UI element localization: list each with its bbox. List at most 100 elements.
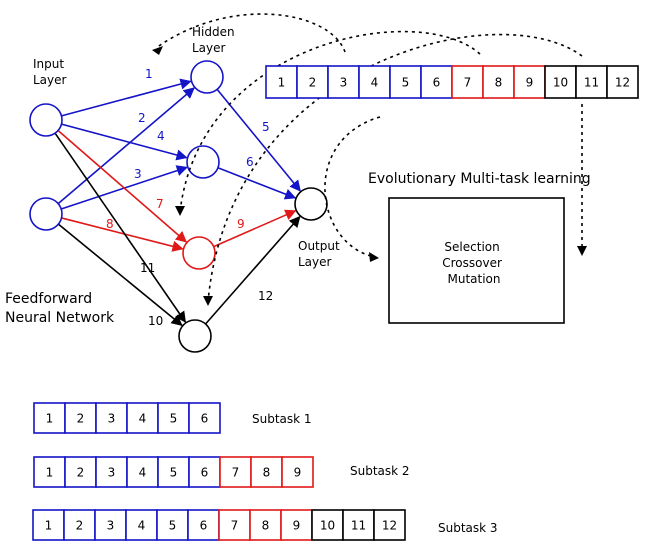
weight-edge-6 — [217, 167, 297, 200]
hidden-node-3 — [182, 236, 216, 270]
subtask-2-cell-8 — [250, 456, 283, 488]
weight-label-10: 10 — [148, 314, 163, 328]
weight-edge-7 — [57, 129, 188, 243]
weight-label-7: 7 — [156, 197, 164, 211]
network-edges — [54, 78, 301, 326]
weight-label-11: 11 — [140, 261, 155, 275]
input-layer-label: Input Layer — [33, 57, 68, 87]
subtask-3-cell-2 — [63, 509, 96, 541]
genome-cell-12 — [606, 65, 639, 99]
genome-cell-9 — [513, 65, 546, 99]
dotted-arrow-hidden-weights — [179, 30, 481, 213]
subtask-3-cell-label-4: 4 — [138, 519, 146, 533]
subtask-1-cell-label-5: 5 — [170, 412, 178, 426]
weight-edge-8 — [61, 217, 184, 252]
weight-label-12: 12 — [258, 289, 273, 303]
subtask-2-cell-7 — [219, 456, 252, 488]
arrowhead-3 — [203, 296, 213, 306]
subtask-2-cell-label-4: 4 — [139, 466, 147, 480]
weight-label-1: 1 — [145, 67, 153, 81]
genome-cell-6 — [420, 65, 453, 99]
subtask-2-cell-label-3: 3 — [108, 466, 116, 480]
operators-list: Selection Crossover Mutation — [442, 240, 505, 286]
subtask-2-label: Subtask 2 — [350, 464, 410, 478]
dotted-arrow-to-evolution — [324, 116, 381, 258]
weight-label-6: 6 — [246, 155, 254, 169]
genome-cell-11 — [575, 65, 608, 99]
hidden-node-2 — [186, 145, 220, 179]
subtask-2-cell-1 — [33, 456, 66, 488]
genome-cell-label-9: 9 — [526, 76, 534, 90]
subtask-2-cell-label-2: 2 — [77, 466, 85, 480]
subtask-2-cell-label-6: 6 — [201, 466, 209, 480]
subtask-3-cell-label-12: 12 — [382, 519, 397, 533]
hidden-node-1 — [190, 60, 224, 94]
genome-cell-label-8: 8 — [495, 76, 503, 90]
subtask-2-cell-5 — [157, 456, 190, 488]
genome-cell-8 — [482, 65, 515, 99]
arrowhead-4 — [369, 252, 379, 262]
output-layer-label: Output Layer — [298, 239, 344, 269]
subtask-1-cell-5 — [157, 402, 190, 434]
arrowhead-2 — [175, 206, 185, 216]
weight-edge-9 — [213, 209, 297, 248]
input-node-2 — [29, 197, 63, 231]
genome-cell-label-10: 10 — [553, 76, 568, 90]
weight-label-9: 9 — [237, 217, 245, 231]
subtask-1-cell-label-3: 3 — [108, 412, 116, 426]
subtask-3-cell-label-5: 5 — [169, 519, 177, 533]
network-nodes — [29, 60, 328, 353]
genome-cell-10 — [544, 65, 577, 99]
subtask-3-cell-label-7: 7 — [231, 519, 239, 533]
subtask-3-cell-label-10: 10 — [320, 519, 335, 533]
weight-edge-12 — [204, 215, 301, 325]
subtask-3-cell-label-3: 3 — [107, 519, 115, 533]
weight-edge-10 — [54, 132, 187, 323]
mapping-arrowheads — [152, 46, 587, 306]
mapping-arrows — [155, 13, 583, 303]
subtask-2-cell-3 — [95, 456, 128, 488]
subtask-3-cell-label-9: 9 — [293, 519, 301, 533]
genome-cell-label-6: 6 — [433, 76, 441, 90]
subtask-2-cell-label-7: 7 — [232, 466, 240, 480]
genome-cell-label-7: 7 — [464, 76, 472, 90]
subtask-2-cell-9 — [281, 456, 314, 488]
subtask-3-cell-label-2: 2 — [76, 519, 84, 533]
genome-cell-label-4: 4 — [371, 76, 379, 90]
subtask-2-cell-2 — [64, 456, 97, 488]
weight-label-5: 5 — [262, 120, 270, 134]
weight-edge-11 — [57, 223, 183, 326]
genome-cell-5 — [389, 65, 422, 99]
weight-edge-1 — [61, 78, 192, 117]
subtask-2-cell-label-5: 5 — [170, 466, 178, 480]
subtask-2-cell-label-9: 9 — [294, 466, 302, 480]
subtask-3-cell-1 — [32, 509, 65, 541]
subtask-3-cell-11 — [342, 509, 375, 541]
weight-edge-2 — [57, 87, 195, 205]
subtask-1-cell-label-4: 4 — [139, 412, 147, 426]
network-title: Feedforward Neural Network — [5, 291, 115, 326]
output-node — [294, 187, 328, 221]
subtask-3-cell-label-6: 6 — [200, 519, 208, 533]
genome-cell-label-5: 5 — [402, 76, 410, 90]
weight-label-4: 4 — [157, 129, 165, 143]
subtask-1-cell-2 — [64, 402, 97, 434]
genome-cell-label-1: 1 — [278, 76, 286, 90]
weight-edge-5 — [216, 88, 301, 192]
subtask-2-cell-label-1: 1 — [46, 466, 54, 480]
hidden-layer-label: Hidden Layer — [192, 25, 238, 55]
genome-cell-7 — [451, 65, 484, 99]
weight-label-3: 3 — [134, 167, 142, 181]
genome-cell-2 — [296, 65, 329, 99]
subtask-3-label: Subtask 3 — [438, 521, 498, 535]
subtask-1-cell-label-1: 1 — [46, 412, 54, 426]
genome-cell-label-11: 11 — [584, 76, 599, 90]
weight-label-2: 2 — [138, 111, 146, 125]
subtask-3-cell-label-8: 8 — [262, 519, 270, 533]
hidden-node-4 — [178, 319, 212, 353]
